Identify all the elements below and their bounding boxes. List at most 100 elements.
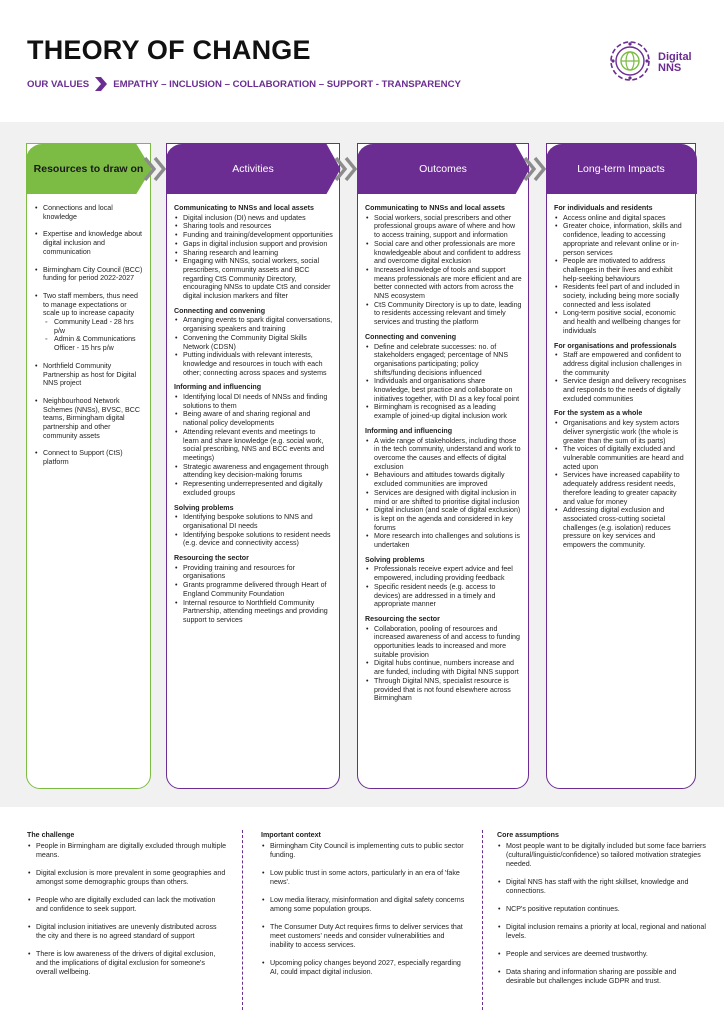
list-item: Being aware of and sharing regional and … — [174, 410, 333, 427]
section-heading: Informing and influencing — [174, 383, 262, 392]
list-item: People and services are deemed trustwort… — [497, 950, 707, 959]
list-item: People in Birmingham are digitally exclu… — [27, 842, 227, 860]
section-list: A wide range of stakeholders, including … — [365, 437, 522, 550]
logo-line1: Digital — [658, 51, 692, 63]
double-chevron-right-icon — [334, 156, 358, 182]
list-item: Neighbourhood Network Schemes (NNSs), BV… — [34, 397, 144, 441]
section-list: Identifying local DI needs of NNSs and f… — [174, 393, 333, 497]
list-item: Putting individuals with relevant intere… — [174, 351, 333, 377]
logo-line2: NNS — [658, 62, 682, 74]
list-item: Behaviours and attitudes towards digital… — [365, 471, 522, 488]
values-label: OUR VALUES — [27, 78, 90, 90]
list-item: Greater choice, information, skills and … — [554, 222, 689, 257]
list-item: The voices of digitally excluded and vul… — [554, 445, 689, 471]
section-divider — [482, 830, 483, 1010]
list-item: Northfield Community Partnership as host… — [34, 362, 144, 388]
list-item: Professionals receive expert advice and … — [365, 565, 522, 582]
list-item: Specific resident needs (e.g. access to … — [365, 583, 522, 609]
impacts-header: Long-term Impacts — [545, 144, 697, 194]
list-item: Birmingham City Council is implementing … — [261, 842, 467, 860]
double-chevron-right-icon — [143, 156, 167, 182]
section-block: Resourcing the sectorProviding training … — [174, 554, 333, 625]
list-item: Connect to Support (CtS) platform — [34, 449, 144, 466]
list-item: Increased knowledge of tools and support… — [365, 266, 522, 301]
challenge-list: People in Birmingham are digitally exclu… — [27, 842, 227, 977]
list-item: Long-term positive social, economic and … — [554, 309, 689, 335]
section-list: Digital inclusion (DI) news and updatesS… — [174, 214, 333, 301]
section-heading: For organisations and professionals — [554, 341, 677, 350]
section-heading: Communicating to NNSs and local assets — [365, 204, 505, 212]
list-item: Birmingham is recognised as a leading ex… — [365, 403, 522, 420]
context-section: Important context Birmingham City Counci… — [261, 831, 467, 1011]
double-chevron-right-icon — [523, 156, 547, 182]
list-subitem: Admin & Communications Officer - 15 hrs … — [34, 335, 144, 352]
section-list: Define and celebrate successes: no. of s… — [365, 343, 522, 421]
list-item: Funding and training/development opportu… — [174, 231, 333, 240]
section-heading: Solving problems — [365, 555, 425, 564]
globe-wheel-icon — [610, 41, 650, 81]
section-list: Social workers, social prescribers and o… — [365, 214, 522, 327]
list-item: Service design and delivery recognises a… — [554, 377, 689, 403]
section-block: Communicating to NNSs and local assetsDi… — [174, 204, 333, 301]
list-subitem: Community Lead - 28 hrs p/w — [34, 318, 144, 335]
section-heading: For individuals and residents — [554, 204, 653, 212]
outcomes-column: Outcomes Communicating to NNSs and local… — [356, 143, 530, 789]
resources-column: Resources to draw on Connections and loc… — [25, 143, 152, 789]
list-item: People who are digitally excluded can la… — [27, 896, 227, 914]
section-heading: Solving problems — [174, 503, 234, 512]
list-item: The Consumer Duty Act requires firms to … — [261, 923, 467, 950]
list-item: Access online and digital spaces — [554, 214, 689, 223]
section-list: Identifying bespoke solutions to NNS and… — [174, 513, 333, 548]
list-item: Low media literacy, misinformation and d… — [261, 896, 467, 914]
list-item: There is low awareness of the drivers of… — [27, 950, 227, 977]
section-divider — [242, 830, 243, 1010]
chevron-right-icon — [95, 77, 108, 91]
list-item: Staff are empowered and confident to add… — [554, 351, 689, 377]
context-list: Birmingham City Council is implementing … — [261, 842, 467, 977]
list-item: CtS Community Directory is up to date, l… — [365, 301, 522, 327]
section-block: Communicating to NNSs and local assetsSo… — [365, 204, 522, 327]
challenge-heading: The challenge — [27, 831, 75, 839]
assumptions-heading: Core assumptions — [497, 831, 559, 839]
list-item: Representing underrepresented and digita… — [174, 480, 333, 497]
context-heading: Important context — [261, 831, 321, 839]
section-block: Resourcing the sectorCollaboration, pool… — [365, 615, 522, 703]
list-item: Providing training and resources for org… — [174, 564, 333, 581]
list-item: Data sharing and information sharing are… — [497, 968, 707, 986]
section-heading: Communicating to NNSs and local assets — [174, 204, 314, 212]
outcomes-list: Communicating to NNSs and local assetsSo… — [365, 204, 522, 709]
section-heading: For the system as a whole — [554, 409, 643, 418]
list-item: Identifying local DI needs of NNSs and f… — [174, 393, 333, 410]
list-item: Through Digital NNS, specialist resource… — [365, 677, 522, 703]
list-item: Digital exclusion is more prevalent in s… — [27, 869, 227, 887]
list-item: Two staff members, thus need to manage e… — [34, 292, 144, 318]
section-block: Solving problemsIdentifying bespoke solu… — [174, 504, 333, 549]
section-block: Connecting and conveningDefine and celeb… — [365, 333, 522, 421]
list-item: Sharing tools and resources — [174, 222, 333, 231]
list-item: Social care and other professionals are … — [365, 240, 522, 266]
section-block: For organisations and professionalsStaff… — [554, 342, 689, 404]
list-item: Collaboration, pooling of resources and … — [365, 625, 522, 660]
section-list: Professionals receive expert advice and … — [365, 565, 522, 609]
section-block: Informing and influencingIdentifying loc… — [174, 383, 333, 497]
list-item: Social workers, social prescribers and o… — [365, 214, 522, 240]
list-item: Organisations and key system actors deli… — [554, 419, 689, 445]
impacts-column: Long-term Impacts For individuals and re… — [545, 143, 697, 789]
list-item: Engaging with NNSs, social workers, soci… — [174, 257, 333, 301]
challenge-section: The challenge People in Birmingham are d… — [27, 831, 227, 1011]
section-block: Connecting and conveningArranging events… — [174, 307, 333, 378]
list-item: Residents feel part of and included in s… — [554, 283, 689, 309]
page-title: THEORY OF CHANGE — [27, 35, 311, 65]
section-heading: Resourcing the sector — [365, 614, 440, 623]
list-item: More research into challenges and soluti… — [365, 532, 522, 549]
list-item: Strategic awareness and engagement throu… — [174, 463, 333, 480]
list-item: Attending relevant events and meetings t… — [174, 428, 333, 463]
list-item: Digital hubs continue, numbers increase … — [365, 659, 522, 676]
list-item: NCP's positive reputation continues. — [497, 905, 707, 914]
section-list: Arranging events to spark digital conver… — [174, 316, 333, 377]
list-item: A wide range of stakeholders, including … — [365, 437, 522, 472]
section-block: For the system as a wholeOrganisations a… — [554, 409, 689, 549]
list-item: Grants programme delivered through Heart… — [174, 581, 333, 598]
assumptions-section: Core assumptions Most people want to be … — [497, 831, 707, 1011]
resources-header: Resources to draw on — [25, 144, 152, 194]
